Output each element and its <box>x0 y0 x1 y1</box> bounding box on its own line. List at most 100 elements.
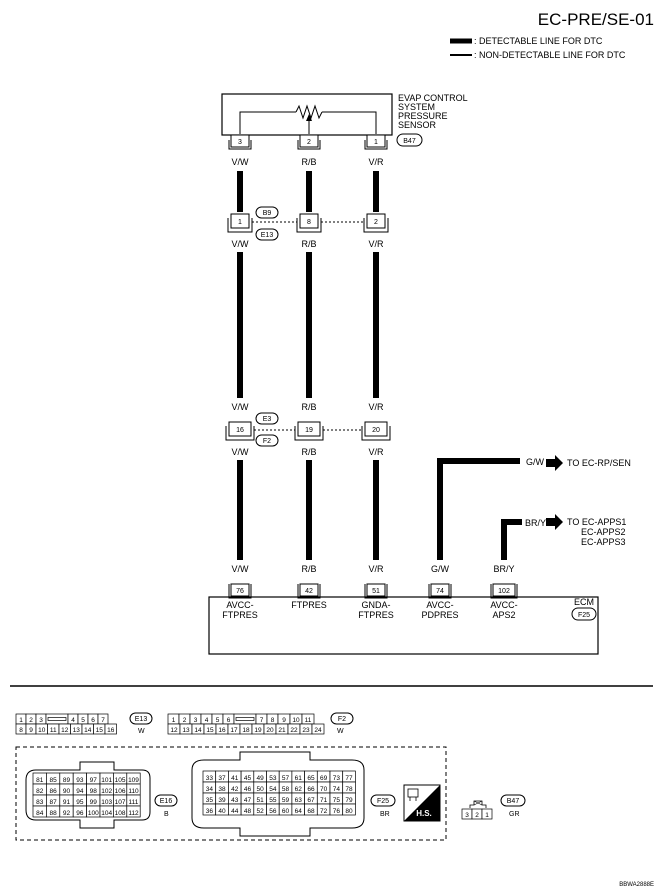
f2-pin: 4 <box>205 717 209 724</box>
e16-pin: 94 <box>76 788 84 795</box>
ecm-terminal-label: FTPRES <box>358 610 394 620</box>
f2-pin: 3 <box>194 717 198 724</box>
joint-connector-b9-e13: 1 8 2 B9 E13 <box>227 206 389 241</box>
detectable-wires <box>237 252 379 398</box>
harness-side-icon: H.S. <box>403 784 441 822</box>
f2-pin: 7 <box>260 717 264 724</box>
b47-pin: 3 <box>465 812 469 819</box>
f25-pin: 36 <box>206 808 214 815</box>
e16-pin: 85 <box>49 777 57 784</box>
e13-pin: 14 <box>84 727 92 734</box>
e13-pin-cell <box>104 723 117 735</box>
f25-pin: 77 <box>345 775 353 782</box>
e13-color: W <box>138 728 145 735</box>
e13-pin: 3 <box>39 717 43 724</box>
wire-color-label: R/B <box>301 239 316 249</box>
f2-pin: 21 <box>278 727 286 734</box>
e16-color: B <box>164 811 169 818</box>
f25-badge <box>370 794 396 807</box>
hs-label: H.S. <box>416 809 432 818</box>
f2-pin: 10 <box>292 717 300 724</box>
f25-pin: 35 <box>206 797 214 804</box>
wiper-arrow-icon <box>306 114 312 121</box>
f25-pin: 40 <box>218 808 226 815</box>
ecm-connector-badge <box>571 607 597 621</box>
e13-badge <box>129 712 153 725</box>
f25-pin: 76 <box>333 808 341 815</box>
wire-color-label: V/R <box>368 447 384 457</box>
f25-pin: 34 <box>206 786 214 793</box>
f25-pin: 42 <box>231 786 239 793</box>
bry-wire: BR/Y TO EC-APPS1 EC-APPS2 EC-APPS3 <box>501 514 626 560</box>
e16-pin: 84 <box>36 810 44 817</box>
f25-pin: 48 <box>244 808 252 815</box>
f25-pin: 75 <box>333 797 341 804</box>
f2-color: W <box>337 728 344 735</box>
f2-pin: 24 <box>314 727 322 734</box>
e16-pin: 111 <box>129 799 139 806</box>
e16-pin: 112 <box>128 810 139 817</box>
f25-id: F25 <box>377 798 389 805</box>
wire-color-label: R/B <box>301 402 316 412</box>
ecm-connector-container <box>15 746 447 841</box>
wire-color-label: R/B <box>301 157 316 167</box>
f25-pin: 69 <box>320 775 328 782</box>
e16-pin: 101 <box>101 777 112 784</box>
joint-connector-e3-f2: 16 19 20 E3 F2 <box>225 412 391 447</box>
f25-pin: 43 <box>231 797 239 804</box>
b47-id: B47 <box>507 798 520 805</box>
e16-pin: 99 <box>90 799 98 806</box>
e16-pin: 97 <box>90 777 98 784</box>
sensor-connector-label: B47 <box>403 138 416 145</box>
evap-pressure-sensor: EVAP CONTROL SYSTEM PRESSURE SENSOR B47 <box>221 93 468 147</box>
e13-pin: 11 <box>50 727 57 734</box>
e16-pin-cell <box>126 805 141 818</box>
f2-pin: 15 <box>206 727 214 734</box>
e16-pin: 92 <box>63 810 71 817</box>
f25-pin: 58 <box>282 786 290 793</box>
e13-pin: 4 <box>71 717 75 724</box>
f2-pin: 2 <box>183 717 187 724</box>
f25-pin: 72 <box>320 808 328 815</box>
joint-connector-top-label: E3 <box>263 416 272 423</box>
b47-pin-cell <box>481 808 493 820</box>
f25-pin: 52 <box>257 808 265 815</box>
joint-pin: 8 <box>307 219 311 226</box>
f25-pin: 61 <box>295 775 303 782</box>
f25-pin: 68 <box>307 808 315 815</box>
joint-pin: 19 <box>305 427 313 434</box>
e13-pin: 1 <box>19 717 23 724</box>
e16-pin: 89 <box>63 777 71 784</box>
ecm-pin: 102 <box>498 588 510 595</box>
f25-pin: 49 <box>257 775 265 782</box>
f25-pin: 46 <box>244 786 252 793</box>
f25-pin-cell <box>342 803 356 816</box>
e16-pin: 104 <box>101 810 112 817</box>
legend-non-detectable-label: : NON-DETECTABLE LINE FOR DTC <box>474 50 626 60</box>
connector-views: E13 W F2 W E16 B F25 BR H.S. <box>15 712 526 841</box>
e16-badge <box>154 794 178 807</box>
f25-pin: 78 <box>345 786 353 793</box>
ref-rp-sen: TO EC-RP/SEN <box>567 458 631 468</box>
joint-connector-bottom-badge <box>255 434 279 447</box>
f2-pin-cell <box>311 723 325 735</box>
ecm-pin: 74 <box>436 588 444 595</box>
f25-pin: 62 <box>295 786 303 793</box>
wire-color-label: BR/Y <box>493 564 514 574</box>
wire-color-label: V/W <box>232 402 250 412</box>
sensor-name-line-3: PRESSURE <box>398 111 448 121</box>
joint-pin: 16 <box>236 427 244 434</box>
f25-color: BR <box>380 811 390 818</box>
e13-pin: 15 <box>96 727 104 734</box>
f2-pin: 19 <box>254 727 262 734</box>
sensor-pin: 2 <box>307 139 311 146</box>
f2-pin: 12 <box>170 727 178 734</box>
f25-pin: 44 <box>231 808 239 815</box>
ecm-name: ECM <box>574 597 594 607</box>
e16-pin: 81 <box>36 777 44 784</box>
e13-pin: 13 <box>73 727 81 734</box>
f25-pin: 67 <box>307 797 315 804</box>
ecm-terminal-label: AVCC- <box>226 600 253 610</box>
resistor-icon <box>295 104 323 120</box>
wire-color-label: G/W <box>526 457 545 467</box>
